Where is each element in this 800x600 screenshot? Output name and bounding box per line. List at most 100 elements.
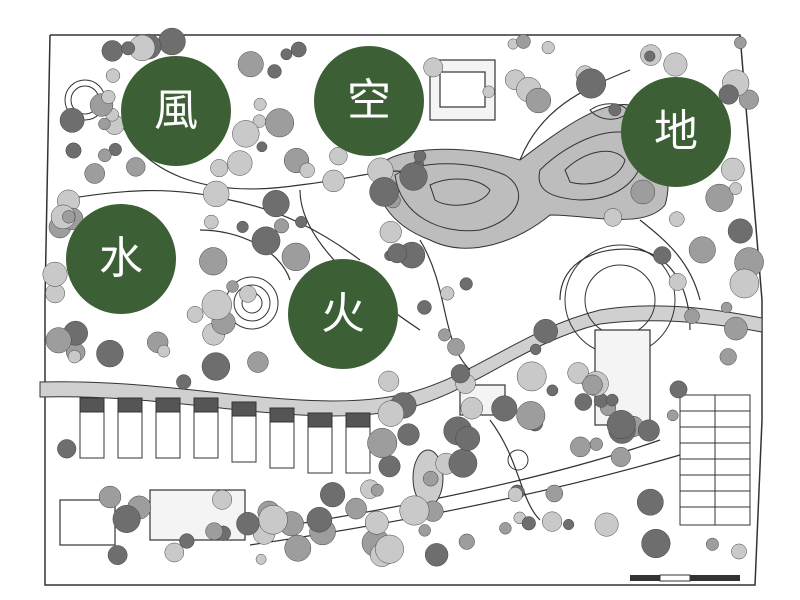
- tree: [417, 300, 432, 315]
- tree: [705, 183, 734, 212]
- tree: [186, 306, 204, 323]
- tree: [281, 242, 311, 272]
- tree: [516, 34, 531, 49]
- tree: [205, 522, 224, 541]
- tree: [721, 157, 745, 182]
- tree: [96, 339, 124, 368]
- tree: [67, 350, 82, 364]
- tree: [101, 89, 116, 105]
- tree: [734, 36, 747, 49]
- tree: [306, 506, 333, 533]
- trees: [42, 27, 764, 567]
- cabins: [79, 397, 371, 474]
- tree: [448, 448, 478, 478]
- tree: [252, 114, 266, 128]
- tree: [295, 215, 308, 229]
- tree: [729, 182, 743, 195]
- tree: [251, 226, 281, 256]
- tree: [688, 236, 716, 264]
- tree: [364, 510, 389, 535]
- tree: [258, 504, 288, 535]
- tree: [399, 495, 430, 526]
- tree: [280, 48, 293, 61]
- tree: [450, 364, 470, 384]
- tree: [379, 221, 402, 244]
- tree: [668, 273, 687, 291]
- tree: [204, 214, 219, 230]
- tree: [516, 401, 546, 431]
- fire-element-badge: 火: [288, 259, 398, 369]
- tree: [236, 220, 249, 233]
- tree: [239, 285, 257, 303]
- tree: [423, 57, 444, 78]
- tree: [255, 553, 267, 565]
- tree: [375, 534, 404, 564]
- tree: [227, 150, 253, 176]
- tree: [397, 423, 420, 446]
- tree: [460, 397, 483, 420]
- tree: [377, 400, 405, 427]
- tree: [65, 142, 82, 159]
- tree: [516, 361, 547, 392]
- tree: [267, 64, 282, 79]
- tree: [719, 348, 737, 366]
- tree: [164, 542, 185, 563]
- tree: [322, 169, 345, 193]
- tree: [576, 68, 607, 99]
- tree: [370, 483, 384, 497]
- tree: [236, 512, 260, 536]
- tree: [179, 533, 195, 549]
- tree: [605, 393, 619, 407]
- tree: [232, 120, 260, 148]
- tree: [724, 316, 748, 341]
- tree: [418, 524, 431, 537]
- tree: [98, 485, 122, 509]
- tree: [284, 534, 312, 562]
- tree: [720, 301, 733, 314]
- tree: [542, 511, 563, 532]
- tree: [378, 370, 400, 392]
- tree: [105, 68, 121, 83]
- tree: [112, 505, 141, 533]
- tree: [203, 180, 230, 208]
- tree: [594, 512, 619, 537]
- tree: [387, 243, 408, 264]
- tree: [603, 208, 623, 227]
- tree: [608, 103, 622, 117]
- tree: [256, 141, 268, 153]
- tree: [636, 488, 664, 516]
- tree: [378, 455, 401, 478]
- tree: [582, 374, 603, 396]
- tree: [210, 159, 229, 178]
- tree: [253, 97, 267, 111]
- tree: [637, 419, 660, 442]
- tree: [345, 497, 367, 520]
- tree: [684, 308, 700, 324]
- pond: [376, 103, 669, 249]
- tree: [176, 374, 192, 390]
- tree: [669, 380, 688, 399]
- tree: [201, 289, 232, 321]
- tree: [158, 27, 186, 56]
- tree: [101, 40, 123, 62]
- tree: [644, 50, 656, 62]
- tree: [226, 280, 239, 293]
- tree: [422, 470, 439, 487]
- tree: [731, 543, 747, 560]
- tree: [447, 338, 465, 356]
- tree: [574, 393, 593, 411]
- tree: [157, 344, 171, 358]
- tree: [290, 41, 307, 58]
- tree: [62, 210, 76, 224]
- tree: [108, 142, 122, 157]
- tree: [107, 545, 128, 565]
- tree: [606, 410, 636, 439]
- tree: [459, 277, 473, 291]
- tree: [589, 437, 603, 451]
- tree: [458, 533, 475, 550]
- tree: [663, 52, 688, 77]
- tree: [525, 87, 552, 114]
- tree: [610, 447, 631, 467]
- tree: [212, 489, 233, 510]
- scale-bar: [630, 574, 740, 582]
